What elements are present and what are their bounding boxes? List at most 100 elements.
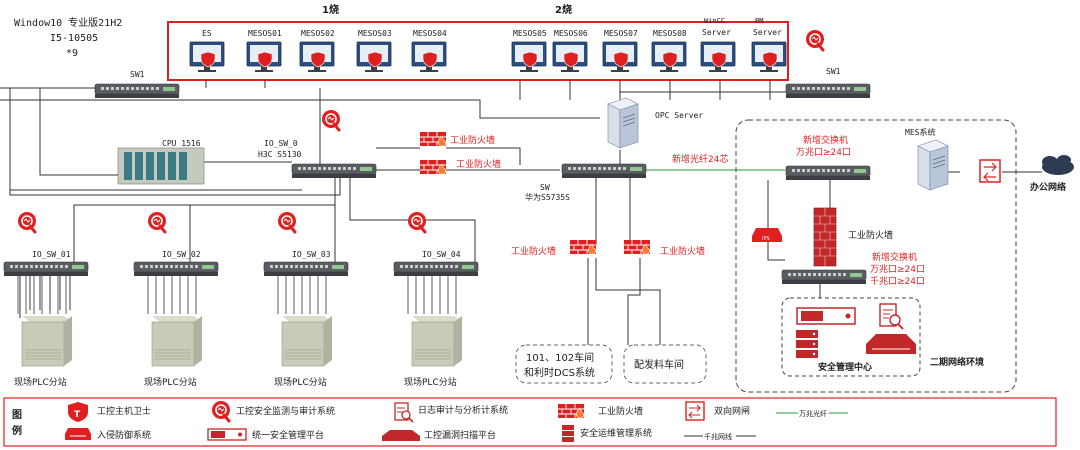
ips-tag: IPS <box>762 236 770 242</box>
workshop-1-line-1: 101、102车间 <box>526 351 594 364</box>
gatekeeper-icon <box>685 401 705 421</box>
plc-cabinet-icon <box>151 315 203 367</box>
workstation-mesos07: MESOS07 <box>602 29 638 73</box>
sw1-left-switch <box>94 83 180 99</box>
unified-platform-icon <box>207 428 247 441</box>
legend-title-2: 例 <box>12 424 22 437</box>
io-switch <box>133 261 219 277</box>
sw1-right-label: SW1 <box>826 67 841 76</box>
workstation-mesos02: MESOS02 <box>299 29 335 73</box>
workstation-label: MESOS05 <box>513 29 547 38</box>
core-switch-model: 华为S5735S <box>525 192 570 202</box>
workstation-pm: PM Server <box>751 17 787 73</box>
workstation-monitor-icon <box>700 41 736 73</box>
connection-lines <box>0 80 1042 345</box>
legend-vuln-scan: 工控漏洞扫描平台 <box>424 429 496 441</box>
workstation-label: ES <box>202 29 212 38</box>
workstation-label: MESOS01 <box>248 29 282 38</box>
io-sw-0-switch <box>291 163 377 179</box>
io-station-group: IO_SW_01现场PLC分站IO_SW_02现场PLC分站IO_SW_03现场… <box>3 210 479 388</box>
legend-gig-line: 千兆网线 <box>704 432 732 441</box>
sw1-left-label: SW1 <box>130 70 145 79</box>
workstation-mesos08: MESOS08 <box>651 29 687 73</box>
ops-mgmt-icon <box>796 330 818 358</box>
ops-mgmt-icon <box>562 425 574 442</box>
legend-tengig-fiber: 万兆光纤 <box>799 409 827 418</box>
dcs-firewall-label-2: 工业防火墙 <box>660 245 705 257</box>
workstation-mesos04: MESOS04 <box>411 29 447 73</box>
monitor-audit-icon <box>406 210 428 234</box>
unified-platform-icon <box>796 307 856 325</box>
os-line-2: I5-10505 <box>50 33 98 44</box>
plc-station-label: 现场PLC分站 <box>404 376 457 388</box>
sw1-right-switch <box>785 83 871 99</box>
security-center-label: 安全管理中心 <box>818 361 872 373</box>
workstation-label: MESOS03 <box>358 29 392 38</box>
io-sw-0-audit-icon <box>320 108 342 132</box>
office-network-cloud-icon <box>1042 155 1074 175</box>
workstation-label: PM <box>755 17 763 25</box>
workstation-monitor-icon <box>189 41 225 73</box>
workshop-1-line-2: 和利时DCS系统 <box>524 366 595 379</box>
io-station-2: IO_SW_02 现场PLC分站 <box>133 210 219 388</box>
phase2-firewall-label: 工业防火墙 <box>848 229 893 241</box>
io-switch <box>263 261 349 277</box>
workstation-label: MESOS04 <box>413 29 447 38</box>
opc-server-icon <box>607 97 639 149</box>
vuln-scan-icon <box>382 430 420 441</box>
io-switch-label: IO_SW_02 <box>162 250 201 259</box>
workstation-label: MESOS02 <box>301 29 335 38</box>
firewall-icon <box>419 159 447 175</box>
log-audit-icon <box>394 402 414 423</box>
workstation-row: ES MESOS01 MESOS02 MESOS03 MESOS04 MESOS05 MES… <box>189 17 787 73</box>
io-sw-0-label: IO_SW_0 <box>264 139 298 148</box>
workstation-group-boundary <box>167 21 789 81</box>
workstation-monitor-icon <box>602 41 638 73</box>
core-switch <box>561 163 647 179</box>
workstation-label: Server <box>702 28 731 37</box>
mes-system-label: MES系统 <box>905 127 935 137</box>
group-1-title: 1烧 <box>322 3 339 16</box>
workstation-monitor-icon <box>511 41 547 73</box>
workstation-monitor-icon <box>751 41 787 73</box>
workstation-label: MESOS06 <box>554 29 588 38</box>
plc-station-label: 现场PLC分站 <box>144 376 197 388</box>
opc-server-label: OPC Server <box>655 111 703 120</box>
legend-ids: 入侵防御系统 <box>97 429 151 441</box>
monitor-audit-icon <box>276 210 298 234</box>
os-line-3: *9 <box>66 48 78 59</box>
plc-station-label: 现场PLC分站 <box>274 376 327 388</box>
legend-unified-mgmt: 统一安全管理平台 <box>252 429 324 441</box>
workstation-monitor-icon <box>299 41 335 73</box>
new-switch-2-line-2: 万兆口≥24口 <box>870 264 925 275</box>
fiber-label: 新增光纤24芯 <box>672 153 728 165</box>
plc-cabinet-icon <box>21 315 73 367</box>
workstation-label: MESOS07 <box>604 29 638 38</box>
legend-host-guard: 工控主机卫士 <box>97 405 151 417</box>
legend-ops-mgmt: 安全运维管理系统 <box>580 427 652 439</box>
ips-icon: IPS <box>752 228 782 242</box>
monitor-audit-icon <box>146 210 168 234</box>
monitor-audit-icon <box>16 210 38 234</box>
svg-text:T: T <box>74 410 81 420</box>
io-switch-label: IO_SW_04 <box>422 250 461 259</box>
firewall-label-1: 工业防火墙 <box>450 134 495 146</box>
new-switch-2 <box>781 269 867 285</box>
firewall-icon <box>557 403 585 419</box>
io-sw-0-model: H3C S5130 <box>258 150 302 159</box>
io-switch-label: IO_SW_01 <box>32 250 71 259</box>
shield-t-icon: T <box>68 402 88 422</box>
firewall-label-2: 工业防火墙 <box>456 158 501 170</box>
new-switch-2-line-1: 新增交换机 <box>872 251 917 263</box>
io-station-4: IO_SW_04 现场PLC分站 <box>393 210 479 388</box>
workstation-monitor-icon <box>411 41 447 73</box>
workstation-mesos06: MESOS06 <box>552 29 588 73</box>
phase2-label: 二期网络环境 <box>930 356 984 368</box>
workstation-label: Server <box>753 28 782 37</box>
plc-cabinet-icon <box>411 315 463 367</box>
workstation-monitor-icon <box>356 41 392 73</box>
cpu-1516-rack <box>117 147 205 185</box>
